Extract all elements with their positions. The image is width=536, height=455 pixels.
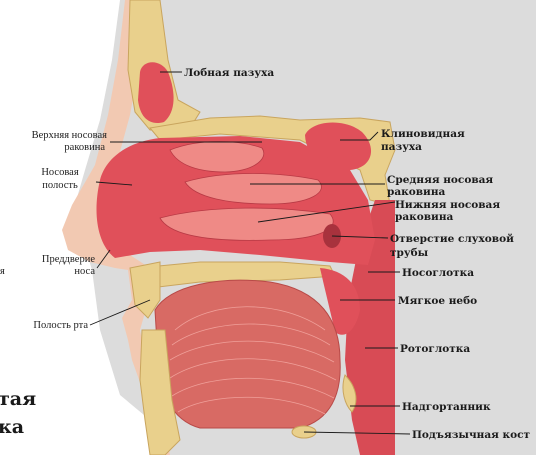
label-superior-concha-line1: Верхняя носовая <box>32 130 108 141</box>
label-oral-cavity: Полость рта <box>33 320 88 331</box>
label-epiglottis: Надгортанник <box>402 401 491 413</box>
label-soft-palate: Мягкое небо <box>398 295 477 307</box>
label-nasal-vestibule-line1: Преддверие <box>42 254 95 265</box>
label-middle-concha-line1: Средняя носовая <box>387 174 493 186</box>
cropped-heading-line1: тая <box>0 388 36 410</box>
cropped-text-fragment: я <box>0 266 5 277</box>
label-oropharynx: Ротоглотка <box>400 343 470 355</box>
label-nasal-vestibule-line2: носа <box>74 266 95 277</box>
cropped-heading-line2: ка <box>0 416 24 438</box>
label-sphenoid-sinus-line2: пазуха <box>381 141 422 153</box>
label-sphenoid-sinus-line1: Клиновидная <box>381 128 465 140</box>
label-tube-opening-line1: Отверстие слуховой <box>390 233 514 245</box>
label-middle-concha-line2: раковина <box>387 186 446 198</box>
label-hyoid-bone: Подъязычная кост <box>412 429 531 441</box>
label-nasal-cavity-line2: полость <box>42 180 78 191</box>
label-frontal-sinus: Лобная пазуха <box>184 67 274 79</box>
tongue <box>155 280 340 428</box>
label-tube-opening-line2: трубы <box>390 247 429 259</box>
label-superior-concha-line2: раковина <box>64 142 105 153</box>
label-nasopharynx: Носоглотка <box>402 267 474 279</box>
label-inferior-concha-line2: раковина <box>395 211 454 223</box>
label-nasal-cavity-line1: Носовая <box>41 167 78 178</box>
label-inferior-concha-line1: Нижняя носовая <box>395 199 500 211</box>
